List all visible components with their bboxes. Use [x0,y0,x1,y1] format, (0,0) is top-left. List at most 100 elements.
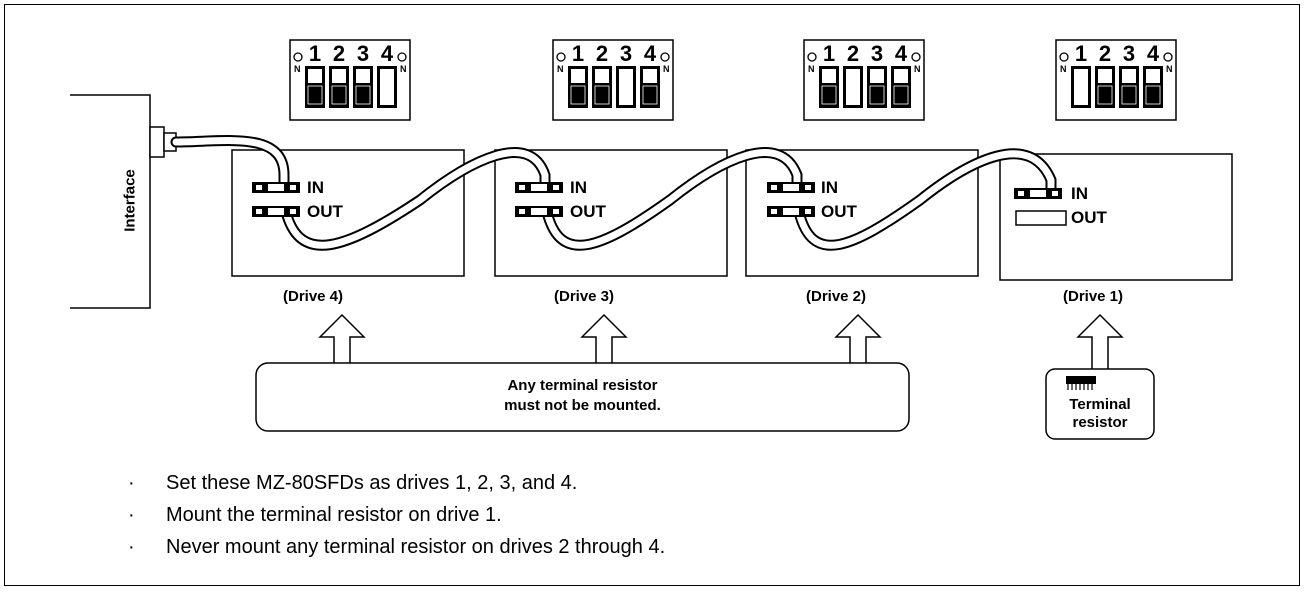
drive1-out-label: OUT [1071,208,1107,227]
switch-side-mark-left: N [557,64,564,74]
side-dot-left [1059,52,1069,62]
switch-side-mark-left: N [808,64,815,74]
bullet: · [128,536,135,558]
bullet: · [128,472,135,494]
no-resistor-text-1: Any terminal resistor [507,377,658,394]
drive1-out-socket-empty [1015,210,1067,226]
side-dot-right [660,52,670,62]
switch-lever-1-off [1074,69,1088,105]
switch-number-1: 1 [1075,41,1087,66]
switch-lever-4-on [893,85,909,105]
switch-lever-4 [894,69,908,83]
note-text-2: Mount the terminal resistor on drive 1. [166,504,502,526]
drive2-out-label: OUT [821,202,857,221]
drive2-in-label: IN [821,178,838,197]
switch-lever-1-on [821,85,837,105]
side-dot-left [556,52,566,62]
no-resistor-text-2: must not be mounted. [504,397,661,414]
arrow-drive-1 [1076,313,1124,371]
drive4-in-label: IN [307,178,324,197]
side-dot-right [911,52,921,62]
arrow-drive-3 [580,313,628,365]
callout-box-no-resistor [255,362,910,432]
switch-side-mark-right: N [914,64,921,74]
switch-number-2: 2 [596,41,608,66]
switch-side-mark-left: N [294,64,301,74]
note-3: · Never mount any terminal resistor on dr… [128,536,665,559]
cable-fill-1 [282,149,549,249]
switch-lever-4-on [1145,85,1161,105]
note-text-1: Set these MZ-80SFDs as drives 1, 2, 3, a… [166,472,578,494]
switch-lever-1-on [307,85,323,105]
switch-lever-3 [870,69,884,83]
interface-box [70,94,151,309]
side-dot-right [1163,52,1173,62]
resistor-text-1: Terminal [1069,396,1131,413]
switch-lever-2 [332,69,346,83]
interface-label: Interface [121,169,139,232]
drive4-in-connector [252,182,300,193]
switch-number-1: 1 [823,41,835,66]
switch-lever-2 [595,69,609,83]
switch-lever-2-on [1097,85,1113,105]
drive3-out-label: OUT [570,202,606,221]
drive-caption-4: (Drive 4) [283,288,344,305]
switch-side-mark-left: N [1060,64,1067,74]
switch-number-4: 4 [644,41,657,66]
drive-caption-1: (Drive 1) [1063,288,1124,305]
switch-side-mark-right: N [400,64,407,74]
drive-connectors [252,182,1067,226]
switch-lever-3-on [355,85,371,105]
switch-lever-2-off [846,69,860,105]
switch-lever-1 [308,69,322,83]
switch-number-3: 3 [357,41,369,66]
switch-number-1: 1 [309,41,321,66]
switch-lever-3-on [1121,85,1137,105]
drive3-in-connector [515,182,563,193]
switch-number-3: 3 [871,41,883,66]
switch-lever-1 [822,69,836,83]
switch-lever-3 [1122,69,1136,83]
switch-number-2: 2 [1099,41,1111,66]
callout-arrows [318,313,1124,371]
switch-side-mark-right: N [663,64,670,74]
switch-lever-2-on [594,85,610,105]
resistor-chip-icon [1066,376,1096,390]
drive3-out-connector [515,206,563,217]
switch-lever-1-on [570,85,586,105]
arrow-drive-2 [834,313,882,365]
drive1-in-connector [1014,188,1062,199]
switch-number-2: 2 [847,41,859,66]
switch-lever-4-off [380,69,394,105]
switch-lever-2-on [331,85,347,105]
cable-fill-2 [543,149,801,249]
drive4-out-label: OUT [307,202,343,221]
switch-lever-1 [571,69,585,83]
drive1-in-label: IN [1071,184,1088,203]
callout-box-resistor [1045,368,1155,440]
side-dot-left [807,52,817,62]
cable-fill-0 [172,137,288,190]
interface-connector [149,126,165,158]
switch-lever-3-on [869,85,885,105]
note-text-3: Never mount any terminal resistor on dri… [166,536,666,558]
switch-lever-2 [1098,69,1112,83]
switch-lever-3-off [619,69,633,105]
switch-lever-4 [643,69,657,83]
side-dot-left [293,52,303,62]
switch-side-mark-right: N [1166,64,1173,74]
switch-number-3: 3 [1123,41,1135,66]
diagram-frame [4,4,1300,586]
bullet: · [128,504,135,526]
drive-caption-2: (Drive 2) [806,288,867,305]
ribbon-cables [170,135,1057,251]
switch-lever-4 [1146,69,1160,83]
switch-number-4: 4 [381,41,394,66]
resistor-text-2: resistor [1072,414,1128,431]
